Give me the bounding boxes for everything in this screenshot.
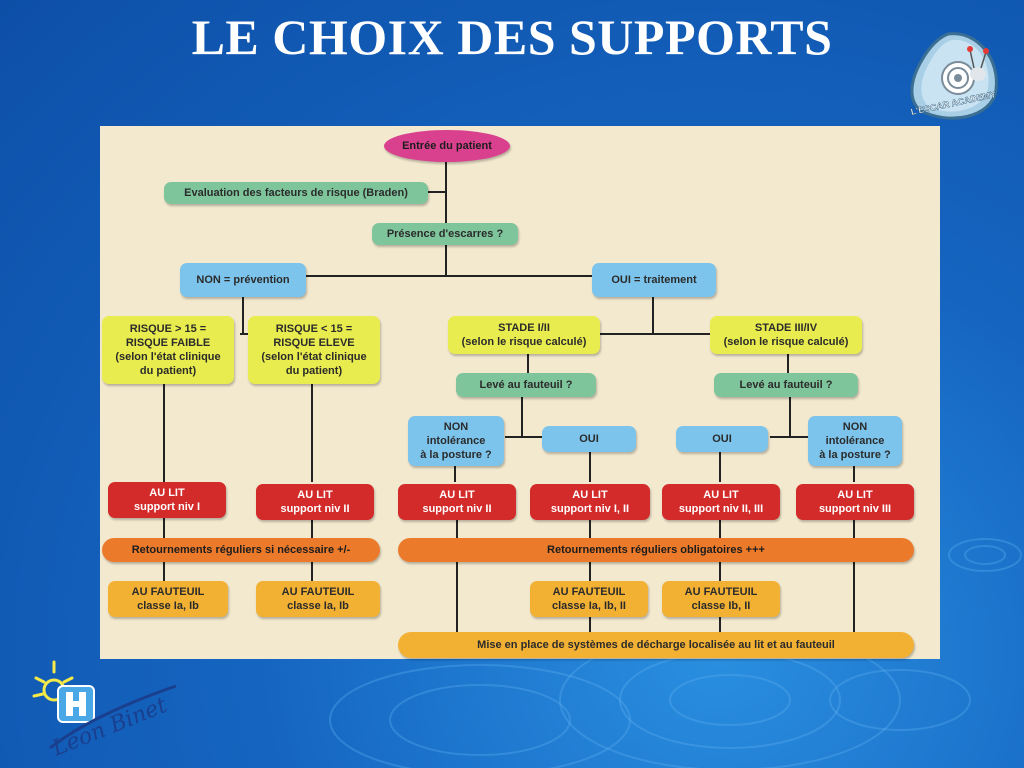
fauteuil-node-1: AU FAUTEUIL classe Ia, Ib (108, 581, 228, 617)
retournements-si-necessaire-bar: Retournements réguliers si nécessaire +/… (102, 538, 380, 562)
stage-1-2-node: STADE I/II (selon le risque calculé) (448, 316, 600, 354)
lit-node-5: AU LIT support niv II, III (662, 484, 780, 520)
lit-node-1: AU LIT support niv I (108, 482, 226, 518)
fauteuil-node-3: AU FAUTEUIL classe Ia, Ib, II (530, 581, 648, 617)
oui-node-1: OUI (542, 426, 636, 452)
non-intolerance-node-2: NON intolérance à la posture ? (808, 416, 902, 466)
lit-node-2: AU LIT support niv II (256, 484, 374, 520)
lit-node-6: AU LIT support niv III (796, 484, 914, 520)
oui-node-2: OUI (676, 426, 768, 452)
stage-3-4-node: STADE III/IV (selon le risque calculé) (710, 316, 862, 354)
non-prevention-node: NON = prévention (180, 263, 306, 297)
presence-node: Présence d'escarres ? (372, 223, 518, 245)
risk-low-node: RISQUE > 15 = RISQUE FAIBLE (selon l'éta… (102, 316, 234, 384)
entry-node: Entrée du patient (384, 130, 510, 162)
page-title: LE CHOIX DES SUPPORTS (191, 9, 833, 65)
leve-fauteuil-node-2: Levé au fauteuil ? (714, 373, 858, 397)
leve-fauteuil-node-1: Levé au fauteuil ? (456, 373, 596, 397)
lit-node-4: AU LIT support niv I, II (530, 484, 650, 520)
oui-traitement-node: OUI = traitement (592, 263, 716, 297)
non-intolerance-node-1: NON intolérance à la posture ? (408, 416, 504, 466)
fauteuil-node-2: AU FAUTEUIL classe Ia, Ib (256, 581, 380, 617)
fauteuil-node-4: AU FAUTEUIL classe Ib, II (662, 581, 780, 617)
evaluation-node: Evaluation des facteurs de risque (Brade… (164, 182, 428, 204)
flowchart-panel: Entrée du patient Evaluation des facteur… (100, 126, 940, 659)
risk-high-node: RISQUE < 15 = RISQUE ELEVE (selon l'état… (248, 316, 380, 384)
lescar-academy-logo: L'ESCAR ACADEMY (910, 32, 998, 120)
decharge-bar: Mise en place de systèmes de décharge lo… (398, 632, 914, 658)
leon-binet-logo: Léon Binet (32, 660, 177, 762)
lit-node-3: AU LIT support niv II (398, 484, 516, 520)
retournements-obligatoires-bar: Retournements réguliers obligatoires +++ (398, 538, 914, 562)
